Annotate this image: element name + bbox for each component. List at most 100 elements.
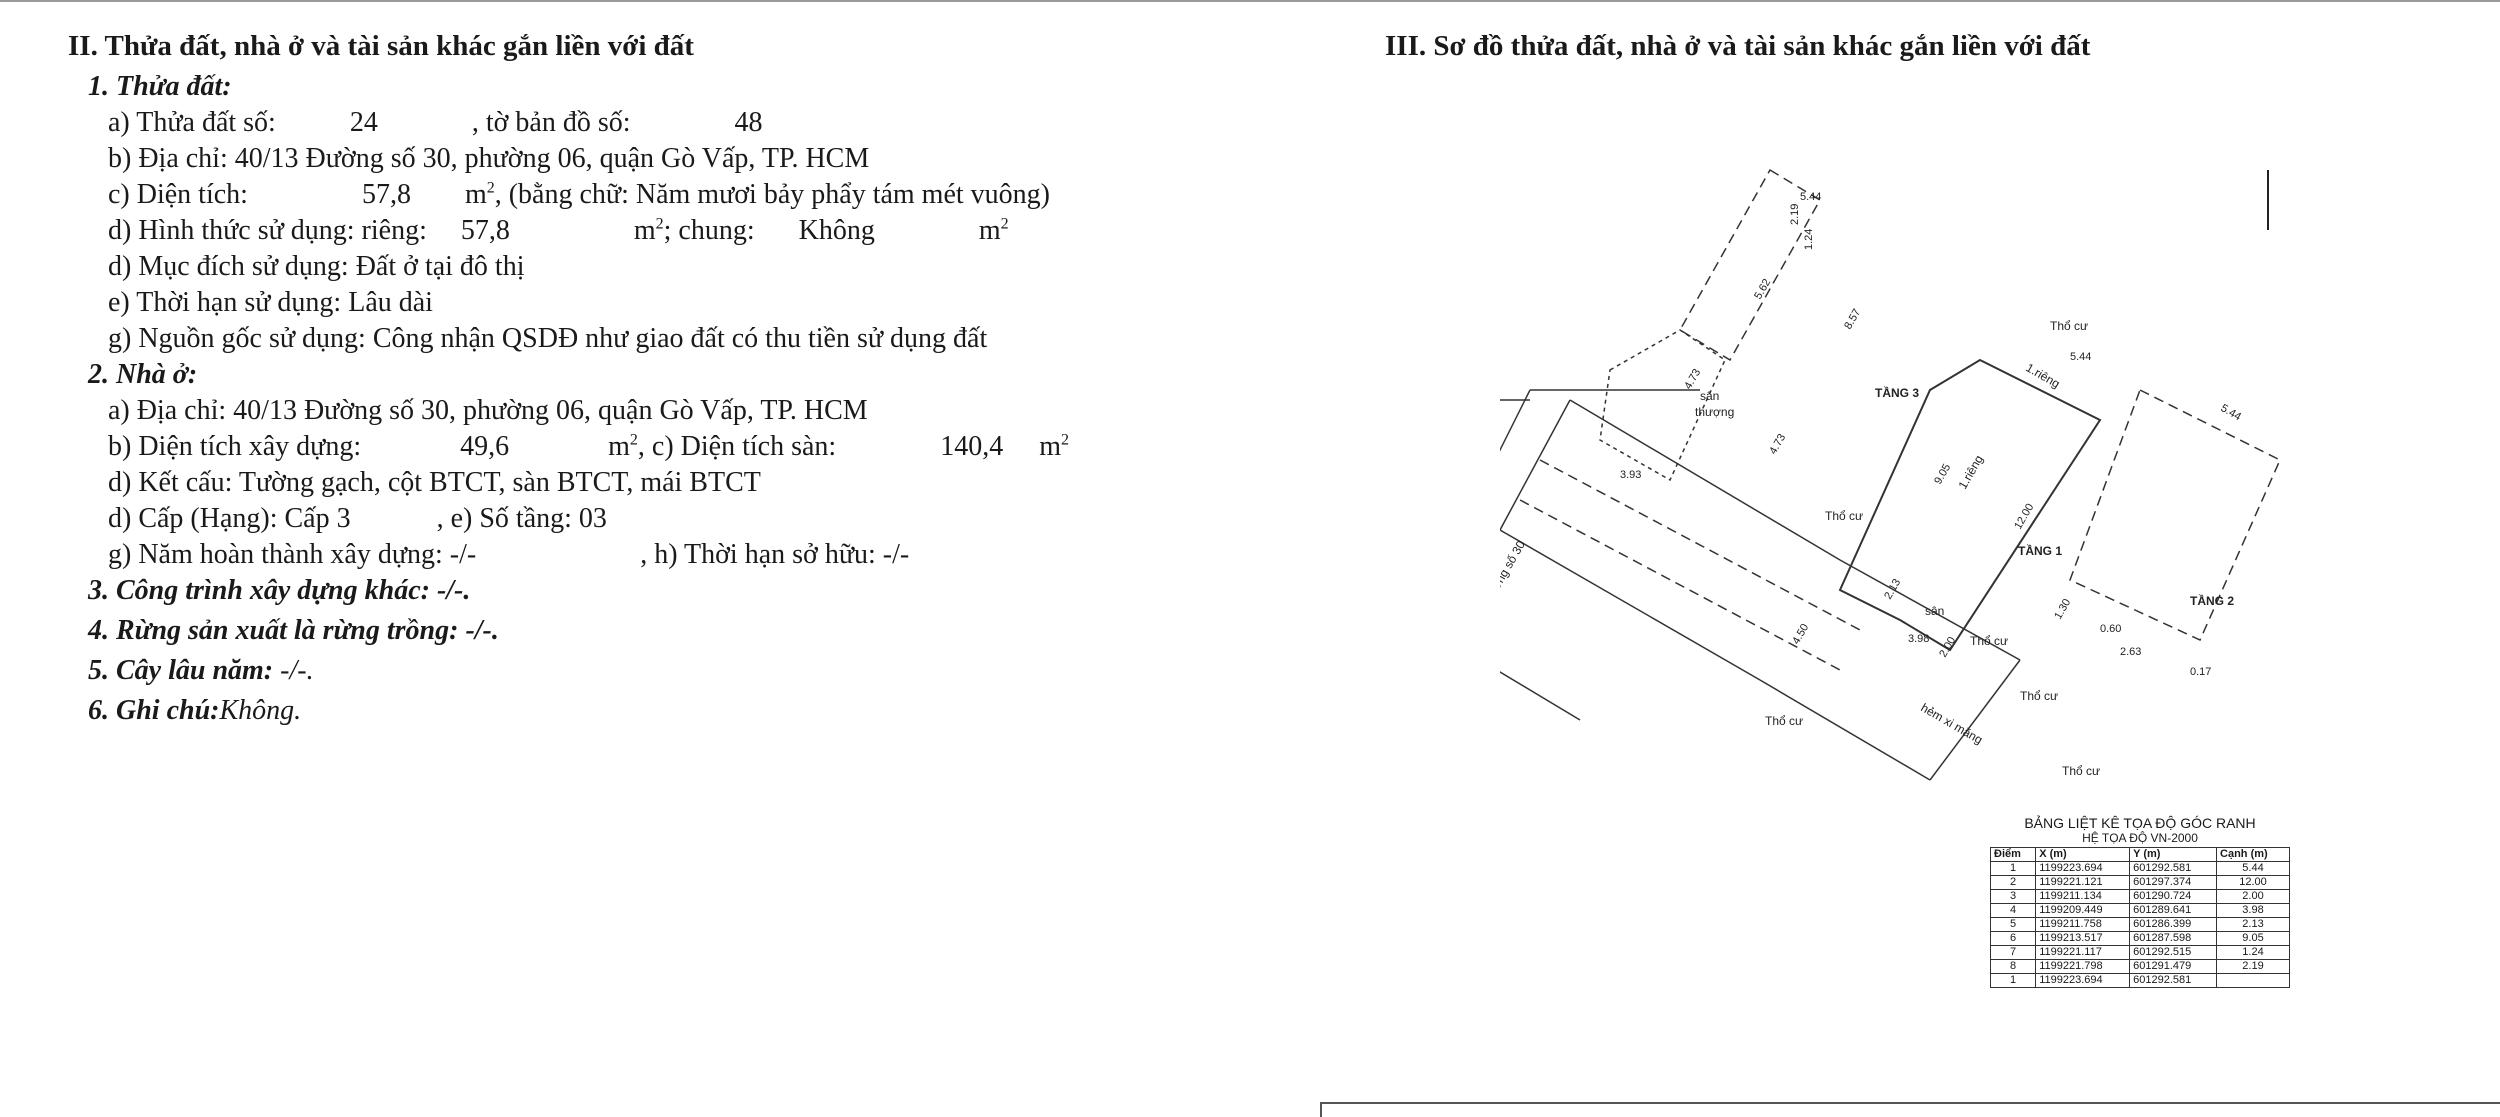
perennial-line: 5. Cây lâu năm: -/-. xyxy=(88,655,1248,687)
table-header-row: Điểm X (m) Y (m) Cạnh (m) xyxy=(1989,847,2290,862)
section-iii-title: III. Sơ đồ thửa đất, nhà ở và tài sản kh… xyxy=(1385,30,2091,62)
dim-0-17: 0.17 xyxy=(2190,666,2211,678)
cell-point: 7 xyxy=(1989,945,2037,960)
top-border xyxy=(0,0,2500,2)
house-area-line: b) Diện tích xây dựng: 49,6 m2, c) Diện … xyxy=(108,431,1069,462)
cell-x: 1199223.694 xyxy=(2035,861,2131,876)
dim-4-50: 4.50 xyxy=(1790,622,1811,647)
section-ii-title: II. Thửa đất, nhà ở và tài sản khác gắn … xyxy=(68,30,694,62)
dim-4-73-b: 4.73 xyxy=(1767,432,1788,457)
header-edge: Cạnh (m) xyxy=(2216,847,2290,862)
year-label: g) Năm hoàn thành xây dựng: -/- xyxy=(108,539,477,570)
land-origin: g) Nguồn gốc sử dụng: Công nhận QSDĐ như… xyxy=(108,323,988,354)
usage-common-label: ; chung: xyxy=(663,215,755,246)
dim-4-73: 4.73 xyxy=(1682,367,1703,392)
usage-unit-2: m xyxy=(978,215,1001,246)
label-neighbor-5: Thổ cư xyxy=(1765,714,1803,728)
dim-2-13: 2.13 xyxy=(1882,577,1903,602)
area-label: c) Diện tích: xyxy=(108,179,248,210)
cell-point: 1 xyxy=(1989,861,2037,876)
coordinate-table-subtitle: HỆ TỌA ĐỘ VN-2000 xyxy=(2082,831,2198,845)
label-private-1: 1.riêng xyxy=(2024,360,2063,390)
perennial-label: 5. Cây lâu năm: xyxy=(88,655,274,686)
header-y: Y (m) xyxy=(2129,847,2218,862)
floor-area-value: 140,4 xyxy=(940,431,1004,462)
label-terrace: sân xyxy=(1700,389,1719,403)
cell-edge: 3.98 xyxy=(2216,903,2290,918)
parcel-label: a) Thửa đất số: xyxy=(108,107,276,138)
cell-y: 601289.641 xyxy=(2129,903,2218,918)
floors-label: , e) Số tầng: 03 xyxy=(436,503,607,534)
floor2-outline xyxy=(2069,388,2281,641)
label-neighbor-2: Thổ cư xyxy=(1825,509,1863,523)
cell-edge xyxy=(2216,973,2290,988)
dim-2-19: 2.19 xyxy=(1789,204,1801,225)
label-terrace-2: thượng xyxy=(1695,405,1734,419)
land-area-line: c) Diện tích: 57,8 m2, (bằng chữ: Năm mư… xyxy=(108,179,1050,210)
label-street: Đường số 30 xyxy=(1500,538,1528,606)
cell-y: 601290.724 xyxy=(2129,889,2218,904)
cell-edge: 5.44 xyxy=(2216,861,2290,876)
ownership-label: , h) Thời hạn sở hữu: -/- xyxy=(640,539,910,570)
cell-edge: 2.00 xyxy=(2216,889,2290,904)
parcel-diagram: B TẦNG 3 TẦNG 1 TẦNG 2 sân thượng sân xyxy=(1500,168,2281,781)
header-x: X (m) xyxy=(2035,847,2131,862)
coordinate-table-title: BẢNG LIỆT KÊ TỌA ĐỘ GÓC RANH xyxy=(2024,815,2256,831)
cell-point: 3 xyxy=(1989,889,2037,904)
label-alley: hẻm xi măng xyxy=(1919,700,1985,746)
build-area-unit: m xyxy=(608,431,630,462)
cell-y: 601297.374 xyxy=(2129,875,2218,890)
dim-3-93: 3.93 xyxy=(1620,469,1641,481)
label-floor3: TẦNG 3 xyxy=(1875,385,1919,400)
cell-y: 601286.399 xyxy=(2129,917,2218,932)
dim-0-60: 0.60 xyxy=(2100,623,2121,635)
dim-5-44: 5.44 xyxy=(1800,191,1821,203)
house-address: a) Địa chỉ: 40/13 Đường số 30, phường 06… xyxy=(108,395,868,426)
cell-y: 601292.581 xyxy=(2129,973,2218,988)
label-neighbor-1: Thổ cư xyxy=(2050,319,2088,333)
land-heading: 1. Thửa đất: xyxy=(88,71,232,102)
note-label: 6. Ghi chú: xyxy=(88,695,220,726)
cell-point: 8 xyxy=(1989,959,2037,974)
map-sheet-label: , tờ bản đồ số: xyxy=(471,107,631,138)
section-ii: II. Thửa đất, nhà ở và tài sản khác gắn … xyxy=(68,30,1248,731)
cell-edge: 12.00 xyxy=(2216,875,2290,890)
cell-point: 4 xyxy=(1989,903,2037,918)
usage-private: 57,8 xyxy=(460,215,510,246)
dim-2-63: 2.63 xyxy=(2120,646,2141,658)
area-unit: m xyxy=(464,179,487,210)
dim-2-00: 2.00 xyxy=(1937,635,1958,660)
dim-8-57: 8.57 xyxy=(1842,307,1863,332)
build-area-value: 49,6 xyxy=(460,431,510,462)
house-grade-line: d) Cấp (Hạng): Cấp 3 , e) Số tầng: 03 xyxy=(108,503,1248,535)
header-point: Điểm xyxy=(1989,847,2037,862)
dim-5-44-c: 5.44 xyxy=(2219,402,2244,423)
cell-y: 601291.479 xyxy=(2129,959,2218,974)
cell-x: 1199211.758 xyxy=(2035,917,2131,932)
road-lines xyxy=(1500,389,2021,781)
floor-area-unit: m xyxy=(1039,431,1061,462)
land-parcel-line: a) Thửa đất số: 24 , tờ bản đồ số: 48 xyxy=(108,107,1248,139)
label-neighbor-4: Thổ cư xyxy=(2020,689,2058,703)
dim-3-98: 3.98 xyxy=(1908,633,1929,645)
land-purpose: d) Mục đích sử dụng: Đất ở tại đô thị xyxy=(108,251,525,282)
usage-common: Không xyxy=(798,215,875,246)
dim-1-24: 1.24 xyxy=(1803,229,1815,250)
dim-1-30: 1.30 xyxy=(2052,597,2073,622)
cell-y: 601287.598 xyxy=(2129,931,2218,946)
cell-point: 2 xyxy=(1989,875,2037,890)
cell-point: 5 xyxy=(1989,917,2037,932)
other-construction: 3. Công trình xây dựng khác: -/-. xyxy=(88,575,471,606)
dim-9-05: 9.05 xyxy=(1932,462,1953,487)
note-value: Không. xyxy=(219,695,302,726)
floor1-outline xyxy=(1838,358,2102,652)
road-centerlines xyxy=(1519,459,1861,671)
cell-edge: 1.24 xyxy=(2216,945,2290,960)
cell-point: 1 xyxy=(1989,973,2037,988)
land-term: e) Thời hạn sử dụng: Lâu dài xyxy=(108,287,433,318)
